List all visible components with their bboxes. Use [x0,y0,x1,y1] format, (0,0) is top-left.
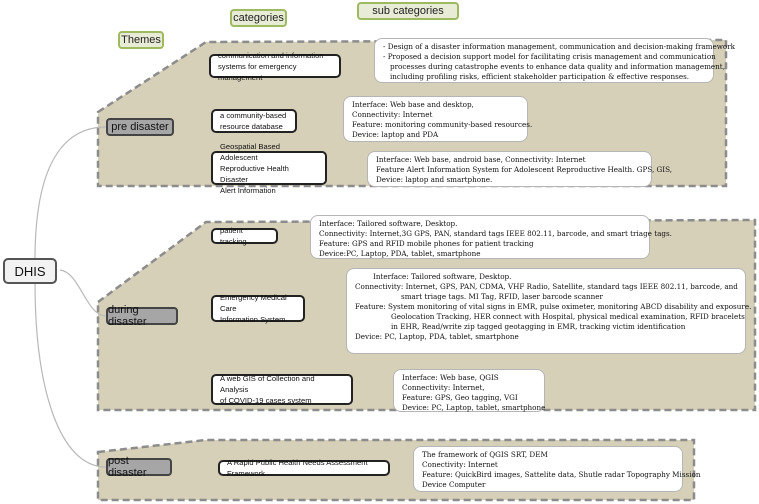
theme-post-disaster: post disaster [106,455,172,479]
subcategory-web-gis-covid: Interface: Web base, QGIS Connectivity: … [393,369,545,412]
subcategory-communication-systems: - Design of a disaster information manag… [374,38,735,83]
sub-categories-header: sub categories [357,2,459,20]
subcategory-emergency-medical-care: Interface: Tailored software, Desktop. C… [346,268,751,354]
subcategory-geospatial-adolescent-health: Interface: Web base, android base, Conne… [367,151,672,187]
category-rapid-needs-assessment: A Rapid Public Health Needs Assessment F… [218,458,390,478]
subcategory-community-resource-database: Interface: Web base and desktop, Connect… [343,96,532,142]
theme-during-disaster: during disaster [106,304,178,328]
category-patient-tracking: patient tracking [211,226,278,246]
theme-pre-disaster: pre disaster [106,118,174,136]
themes-header: Themes [118,31,164,49]
categories-header: categories [230,9,287,27]
root-node-dhis: DHIS [3,258,57,284]
connector-lines [34,126,107,468]
subcategory-patient-tracking: Interface: Tailored software, Desktop. C… [310,215,672,259]
subcategory-rapid-needs-assessment: The framework of QGIS SRT, DEM Conectivi… [413,446,700,492]
